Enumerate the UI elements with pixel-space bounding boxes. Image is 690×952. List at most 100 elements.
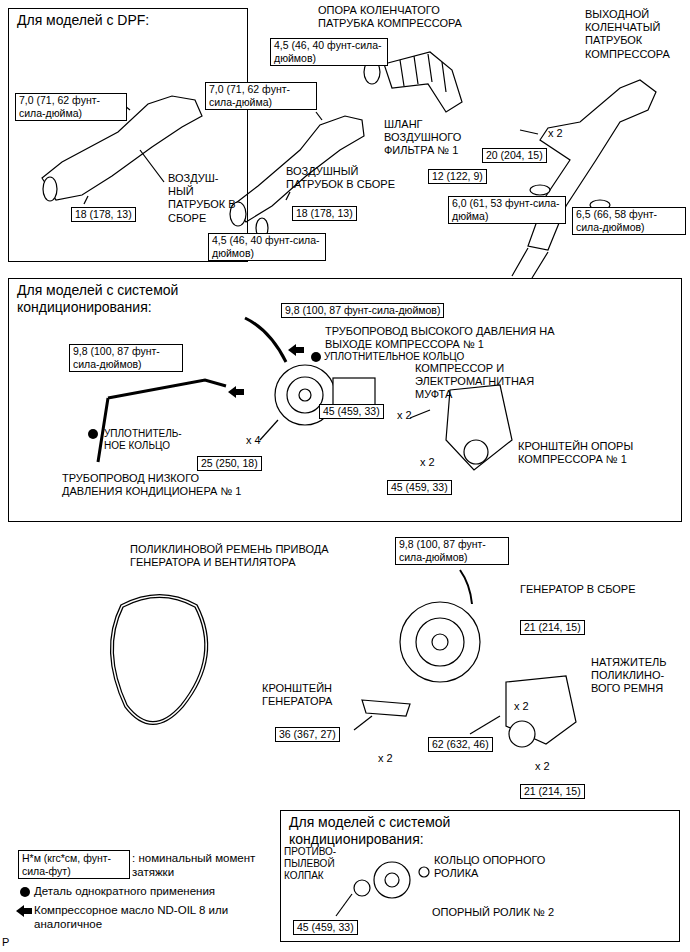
torque-box: 21 (214, 15)	[520, 784, 585, 799]
torque-value: 21 (214, 15)	[524, 785, 581, 797]
oil-arrow	[228, 386, 244, 398]
torque-box: 7,0 (71, 62 фунт-сила-дюйма)	[205, 82, 317, 110]
bolt	[316, 112, 322, 120]
panel-title: Для моделей с системой кондиционирования…	[289, 814, 504, 848]
dust-cap	[354, 880, 370, 896]
quantity-mark: x 2	[548, 127, 563, 140]
high-pressure-pipe	[245, 318, 286, 362]
torque-value: 62 (632, 46)	[432, 738, 489, 750]
quantity-mark: x 4	[246, 434, 261, 447]
pulley	[464, 440, 488, 464]
compressor-bracket	[446, 385, 512, 470]
oil-arrow	[16, 905, 32, 917]
torque-value: 7,0 (71, 62 фунт-сила-дюйма)	[19, 94, 100, 119]
gasket	[530, 185, 550, 195]
torque-value: 45 (459, 33)	[297, 921, 354, 933]
alternator-pulley	[432, 634, 448, 650]
part-name: ТРУБОПРОВОД НИЗКОГО ДАВЛЕНИЯ КОНДИЦИОНЕР…	[62, 472, 262, 498]
pipe	[512, 248, 548, 278]
torque-box: 18 (178, 13)	[292, 206, 357, 221]
air-hose	[384, 52, 462, 112]
clutch-hub	[299, 389, 311, 401]
part-name: ПОЛИКЛИНОВОЙ РЕМЕНЬ ПРИВОДА ГЕНЕРАТОРА И…	[130, 543, 345, 569]
single-use-dot	[311, 352, 321, 362]
oil-arrow	[288, 344, 304, 356]
torque-box: 9,8 (100, 87 фунт-сила-дюймов)	[395, 537, 509, 565]
part-name: КРОНШТЕЙН ОПОРЫ КОМПРЕССОРА № 1	[518, 440, 670, 466]
single-use-dot	[88, 429, 98, 439]
quantity-mark: x 2	[397, 409, 412, 422]
clutch	[287, 377, 323, 413]
torque-value: 21 (214, 15)	[524, 621, 581, 633]
alternator-inner	[416, 618, 464, 666]
part-name: КРОНШТЕЙН ГЕНЕРАТОРА	[262, 682, 357, 708]
quantity-mark: x 2	[420, 456, 435, 469]
torque-value: 18 (178, 13)	[75, 208, 132, 220]
quantity-mark: x 2	[378, 752, 393, 765]
torque-box: 7,0 (71, 62 фунт-сила-дюйма)	[15, 93, 127, 121]
part-name: КОМПРЕССОР И ЭЛЕКТРОМАГНИТНАЯ МУФТА	[415, 362, 567, 402]
torque-box: 45 (459, 33)	[293, 920, 358, 935]
bolt	[520, 130, 538, 134]
part-name: УПЛОТНИТЕЛЬНОЕ КОЛЬЦО	[324, 351, 464, 363]
legend-text: : номинальный момент затяжки	[132, 852, 267, 880]
variant-panel: Для моделей с системой кондиционирования…	[280, 810, 680, 942]
torque-box: 4,5 (46, 40 фунт-сила-дюймов)	[208, 233, 326, 261]
torque-box: 4,5 (46, 40 фунт-сила-дюймов)	[270, 38, 388, 66]
part-name: ОПОРНЫЙ РОЛИК № 2	[432, 906, 554, 919]
torque-box: 62 (632, 46)	[428, 737, 493, 752]
torque-box: 6,5 (66, 58 фунт-сила-дюймов)	[572, 207, 686, 235]
belt-inner	[112, 596, 206, 723]
belt	[112, 596, 206, 723]
part-name: ШЛАНГ ВОЗДУШНОГО ФИЛЬТРА № 1	[384, 118, 480, 158]
bolt	[84, 196, 88, 204]
torque-box: 20 (204, 15)	[482, 148, 547, 163]
idler-pulley	[374, 862, 410, 898]
bolt	[260, 420, 278, 440]
part-name: КОЛЬЦО ОПОРНОГО РОЛИКА	[434, 854, 584, 880]
torque-box: 12 (122, 9)	[428, 169, 487, 184]
idler-ring	[419, 867, 429, 877]
part-name: ПРОТИВО- ПЫЛЕВОЙ КОЛПАК	[284, 846, 350, 882]
elbow-pipe	[528, 80, 656, 250]
alternator-bracket	[362, 700, 410, 716]
panel-title: Для моделей с системой кондиционирования…	[17, 282, 232, 316]
torque-box: 9,8 (100, 87 фунт-сила-дюймов)	[69, 344, 183, 372]
flange	[43, 177, 57, 201]
torque-value: 36 (367, 27)	[279, 728, 336, 740]
part-name: ВЫХОДНОЙ КОЛЕНЧАТЫЙ ПАТРУБОК КОМПРЕССОРА	[585, 8, 685, 61]
torque-value: 45 (459, 33)	[391, 481, 448, 493]
part-name: УПЛОТНИТЕЛЬ- НОЕ КОЛЬЦО	[104, 428, 200, 452]
alternator	[400, 602, 480, 682]
tensioner-pulley	[509, 721, 535, 747]
torque-box: 45 (459, 33)	[387, 480, 452, 495]
bolt	[470, 716, 500, 734]
torque-value: 9,8 (100, 87 фунт-сила-дюймов)	[285, 304, 440, 316]
quantity-mark: x 2	[514, 700, 529, 713]
quantity-mark: x 2	[535, 760, 550, 773]
hose-rib	[400, 54, 446, 92]
part-name: P	[2, 936, 9, 949]
torque-value: 7,0 (71, 62 фунт-сила-дюйма)	[209, 83, 290, 108]
low-pressure-pipe	[98, 380, 226, 462]
torque-value: 25 (250, 18)	[201, 457, 258, 469]
torque-value: 6,0 (61, 53 фунт-сила-дюйма)	[452, 197, 560, 222]
part-name: ОПОРА КОЛЕНЧАТОГО ПАТРУБКА КОМПРЕССОРА	[318, 4, 496, 30]
torque-value: 4,5 (46, 40 фунт-сила-дюймов)	[274, 39, 382, 64]
torque-box: 45 (459, 33)	[319, 404, 384, 419]
panel-title: Для моделей с DPF:	[17, 12, 237, 29]
part-name: ГЕНЕРАТОР В СБОРЕ	[520, 583, 636, 596]
torque-value: 45 (459, 33)	[323, 405, 380, 417]
bolt	[354, 716, 372, 730]
variant-panel: Для моделей с DPF: 7,0 (71, 62 фунт-сила-…	[8, 8, 248, 262]
idler-hub	[385, 873, 399, 887]
torque-value: 12 (122, 9)	[432, 170, 483, 182]
torque-value: 4,5 (46, 40 фунт-сила-дюймов)	[212, 234, 320, 259]
legend-text: Компрессорное масло ND-OIL 8 или аналоги…	[34, 904, 259, 932]
torque-value: 6,5 (66, 58 фунт-сила-дюймов)	[576, 208, 657, 233]
torque-box: 9,8 (100, 87 фунт-сила-дюймов)	[281, 303, 444, 318]
torque-box: 25 (250, 18)	[197, 456, 262, 471]
torque-box: 18 (178, 13)	[71, 207, 136, 222]
part-name: ТРУБОПРОВОД ВЫСОКОГО ДАВЛЕНИЯ НА ВЫХОДЕ …	[325, 325, 587, 351]
legend-text: Деталь однократного применения	[34, 885, 215, 899]
